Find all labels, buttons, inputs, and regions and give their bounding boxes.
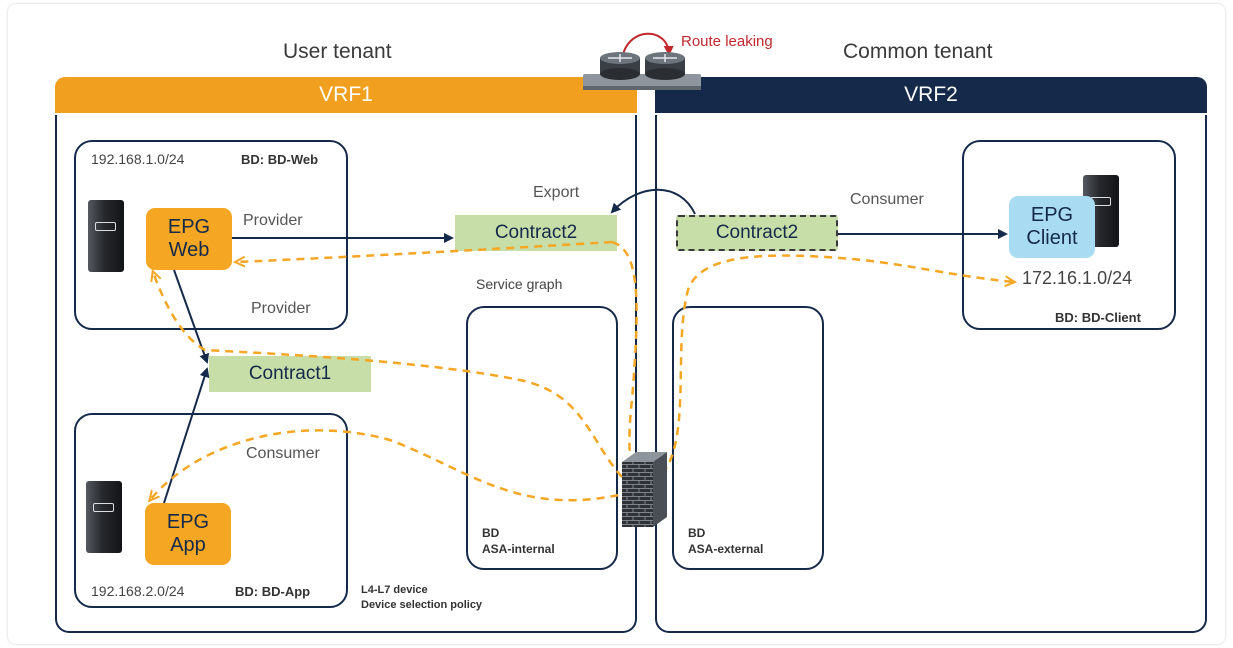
- epg-app: EPG App: [145, 503, 231, 565]
- bd-app-subnet: 192.168.2.0/24: [91, 583, 185, 599]
- user-tenant-title: User tenant: [283, 40, 392, 63]
- bd-app-box: [74, 413, 348, 608]
- l4l7-device-label: L4-L7 device: [361, 584, 428, 596]
- device-selection-policy-label: Device selection policy: [361, 599, 483, 611]
- consumer-label-client: Consumer: [850, 191, 924, 208]
- route-leaking-arrow: [616, 32, 674, 69]
- bd-app-name: BD: BD-App: [235, 584, 311, 599]
- contract2-user: Contract2: [455, 215, 617, 251]
- firewall-icon: [622, 452, 667, 527]
- contract1: Contract1: [209, 356, 371, 392]
- provider-label-bottom: Provider: [251, 300, 311, 317]
- traffic-path-web-return: [236, 240, 613, 262]
- web-server-icon: [88, 200, 124, 272]
- bd-web-name: BD: BD-Web: [241, 152, 319, 167]
- vrf1-header: VRF1: [55, 77, 637, 113]
- vrf2-frame: [655, 115, 1207, 633]
- consumer-arrow-app-to-contract1: [163, 367, 210, 504]
- bd-asa-external-box: [672, 306, 824, 570]
- traffic-path-contract1-to-web: [153, 272, 633, 488]
- bd-asa-internal-box: [466, 306, 618, 570]
- bd-asa-external-label: BD ASA-external: [688, 526, 764, 556]
- bd-client-subnet: 172.16.1.0/24: [1022, 268, 1133, 288]
- provider-label-top: Provider: [243, 212, 303, 229]
- epg-web: EPG Web: [146, 208, 232, 270]
- export-arrow: [610, 188, 696, 215]
- vrf2-header: VRF2: [655, 77, 1207, 113]
- export-label: Export: [533, 184, 580, 201]
- common-tenant-title: Common tenant: [843, 40, 993, 63]
- app-server-icon: [86, 481, 122, 553]
- traffic-path-client: [639, 254, 1014, 492]
- epg-client: EPG Client: [1009, 196, 1095, 258]
- router-pair-icon: [583, 52, 701, 90]
- bd-web-box: [74, 140, 348, 330]
- bd-client-name: BD: BD-Client: [1055, 310, 1141, 325]
- consumer-label-app: Consumer: [246, 445, 320, 462]
- traffic-path-app: [150, 429, 633, 500]
- route-leaking-label: Route leaking: [681, 33, 773, 50]
- vrf1-frame: [55, 115, 637, 633]
- contract2-common: Contract2: [676, 215, 838, 251]
- service-graph-label: Service graph: [476, 276, 563, 292]
- bd-asa-internal-label: BD ASA-internal: [482, 526, 555, 556]
- bd-web-subnet: 192.168.1.0/24: [91, 151, 185, 167]
